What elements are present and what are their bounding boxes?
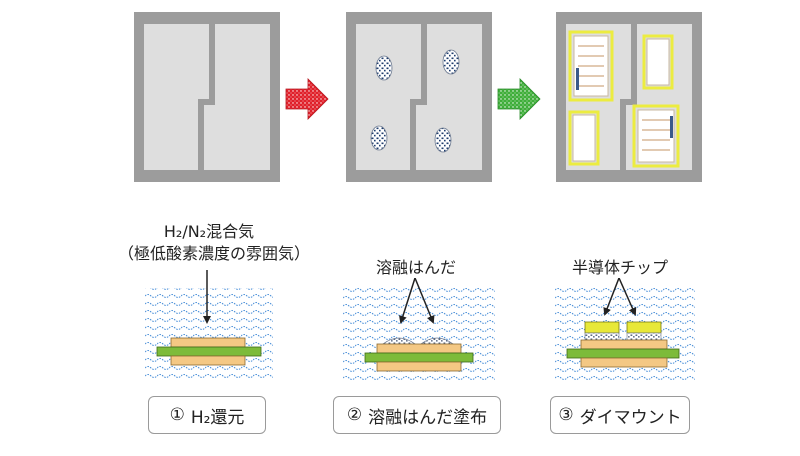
chip: [584, 321, 620, 334]
solder-layer: [584, 332, 620, 341]
chip-arrow: [603, 278, 620, 316]
step-label-2: ② 溶融はんだ塗布: [333, 396, 501, 434]
solder-layer: [626, 332, 662, 341]
gas-note-line1: H₂/N₂混合気: [163, 222, 255, 241]
process-arrow-green: [497, 78, 541, 120]
copper-bottom: [580, 357, 668, 368]
step-text: ダイマウント: [579, 407, 682, 428]
step-number: ①: [169, 405, 185, 425]
atmosphere: [555, 288, 695, 382]
solder-arrow: [414, 278, 435, 324]
section-die-mount: [555, 278, 695, 382]
chip-arrow: [618, 278, 637, 316]
solder-dot: [434, 127, 452, 153]
section-h2-reduction: [145, 270, 273, 380]
step-number: ③: [558, 405, 574, 425]
copper-top: [580, 339, 668, 350]
panel-solder: [346, 12, 492, 182]
chip: [626, 321, 662, 334]
solder-dot: [370, 125, 388, 151]
atmosphere: [145, 288, 273, 380]
section-solder-coating: [343, 278, 495, 382]
solder-note: 溶融はんだ: [375, 258, 456, 277]
mounted-chip: [632, 104, 680, 168]
substrate: [156, 346, 262, 357]
process-arrow-red: [285, 78, 329, 120]
solder-dot: [442, 49, 460, 75]
solder-arrow: [399, 278, 416, 324]
solder-dot: [375, 55, 393, 81]
panel-before: [134, 12, 280, 182]
substrate: [566, 348, 680, 359]
mounted-chip: [642, 34, 674, 90]
step-label-1: ① H₂還元: [148, 396, 266, 434]
panel-mounted: [556, 12, 702, 182]
mounted-chip: [568, 30, 614, 102]
step-label-3: ③ ダイマウント: [550, 396, 690, 434]
chip-note: 半導体チップ: [571, 258, 668, 277]
copper-bottom: [170, 355, 246, 366]
substrate: [364, 352, 474, 363]
copper-top: [376, 343, 462, 354]
copper-top: [170, 337, 246, 348]
gas-note-line2: （極低酸素濃度の雰囲気）: [118, 244, 311, 263]
copper-bottom: [376, 361, 462, 372]
step-text: 溶融はんだ塗布: [368, 407, 488, 428]
step-number: ②: [346, 405, 363, 425]
mounted-chip: [568, 110, 600, 166]
step-text: H₂還元: [190, 407, 245, 428]
